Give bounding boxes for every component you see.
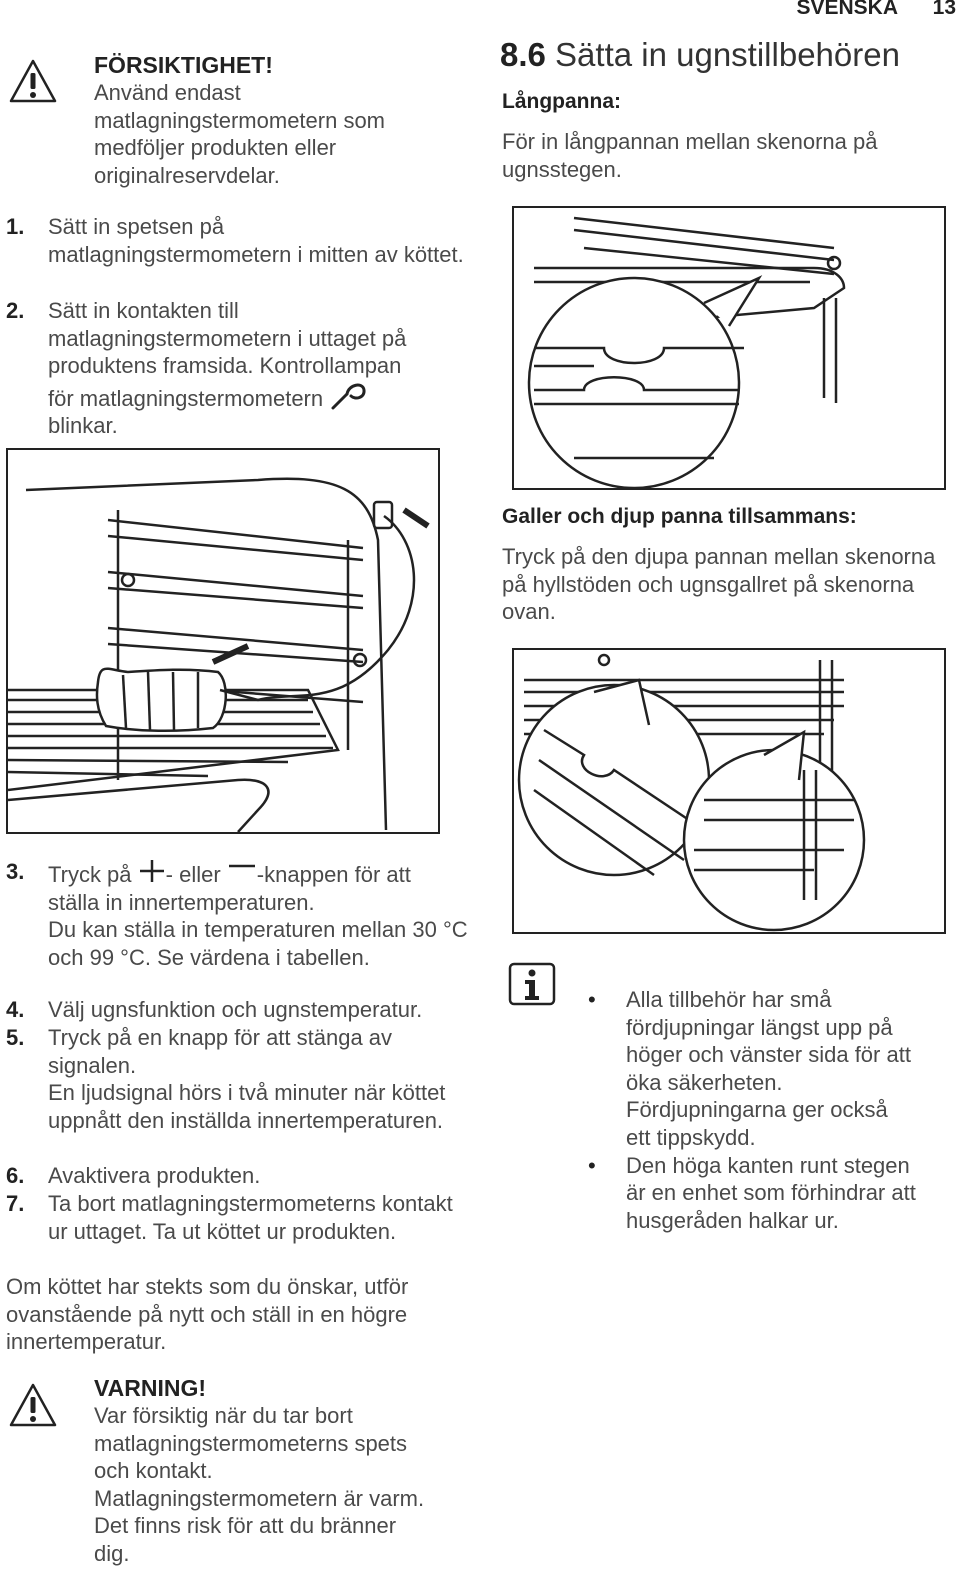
step-text: Sätt in spetsen på matlagningstermometer… (48, 214, 464, 267)
caution-text: Använd endast matlagningstermometern som… (94, 80, 386, 188)
step-text-part: Sätt in kontakten till matlagningstermom… (48, 298, 407, 379)
warning-block: VARNING! Var försiktig när du tar bort m… (94, 1375, 434, 1568)
meat-probe-icon (331, 383, 366, 410)
oven-probe-illustration (8, 477, 430, 832)
warning-icon-wrap (8, 1382, 58, 1433)
section-title: 8.6 Sätta in ugnstillbehören (500, 36, 950, 74)
plus-icon (139, 860, 164, 882)
caution-block: FÖRSIKTIGHET! Använd endast matlagningst… (94, 52, 434, 189)
info-icon (508, 962, 556, 1006)
step-text-part: Tryck på (48, 862, 132, 887)
grill-pan-figure (512, 648, 946, 934)
step-text-part: blinkar. (48, 413, 118, 439)
step-text-part: -knappen för att ställa in innertemperat… (48, 862, 411, 915)
list-item: Alla tillbehör har små fördjupningar län… (588, 986, 918, 1152)
step-number: 1. (6, 214, 25, 239)
step-text: Tryck på - eller -knappen för att ställa… (48, 858, 468, 971)
pan-title: Långpanna: (502, 90, 621, 113)
step-text: Tryck på en knapp för att stänga av sign… (48, 1024, 468, 1134)
step-number: 2. (6, 298, 25, 323)
language-label: SVENSKA (796, 0, 898, 19)
closing-paragraph: Om köttet har stekts som du önskar, utfö… (6, 1274, 409, 1355)
combo-title: Galler och djup panna tillsammans: (502, 505, 857, 528)
step-text-part: - eller (165, 862, 221, 887)
step-text-part: för matlagningstermometern (48, 385, 324, 411)
info-bullet-list: Alla tillbehör har små fördjupningar län… (588, 986, 918, 1234)
tray-figure (512, 206, 946, 490)
warning-text: Var försiktig när du tar bort matlagning… (94, 1403, 425, 1566)
step-text: Välj ugnsfunktion och ugnstemperatur. (48, 997, 423, 1022)
meat-probe-figure (6, 448, 440, 834)
grill-pan-illustration (517, 653, 866, 932)
warning-triangle-icon (9, 1383, 57, 1427)
info-icon-wrap (508, 962, 556, 1011)
page-number: 13 (932, 0, 956, 19)
section-title-text: Sätta in ugnstillbehören (555, 36, 900, 73)
step-text: Ta bort matlagningstermometerns kontakt … (48, 1191, 453, 1244)
tray-illustration (527, 216, 846, 488)
step-text: Sätt in kontakten till matlagningstermom… (48, 297, 468, 440)
step-text-extra: Du kan ställa in temperaturen mellan 30 … (48, 917, 468, 970)
step-number: 5. (6, 1025, 25, 1050)
info-block: Alla tillbehör har små fördjupningar län… (588, 986, 918, 1234)
section-number: 8.6 (500, 36, 546, 73)
step-text-part: Tryck på en knapp för att stänga av sign… (48, 1025, 393, 1078)
caution-title: FÖRSIKTIGHET! (94, 52, 273, 78)
step-number: 7. (6, 1191, 25, 1216)
step-number: 6. (6, 1163, 25, 1188)
step-text: Avaktivera produkten. (48, 1163, 261, 1188)
warning-title: VARNING! (94, 1375, 207, 1401)
step-number: 3. (6, 859, 25, 884)
combo-text: Tryck på den djupa pannan mellan skenorn… (502, 544, 936, 625)
caution-icon-wrap (8, 58, 58, 109)
pan-text: För in långpannan mellan skenorna på ugn… (502, 129, 878, 182)
page-header: SVENSKA 13 (660, 0, 960, 24)
step-number: 4. (6, 997, 25, 1022)
list-item: Den höga kanten runt stegen är en enhet … (588, 1152, 918, 1235)
step-text-extra: En ljudsignal hörs i två minuter när köt… (48, 1080, 446, 1133)
minus-icon (228, 864, 255, 868)
warning-triangle-icon (9, 59, 57, 103)
